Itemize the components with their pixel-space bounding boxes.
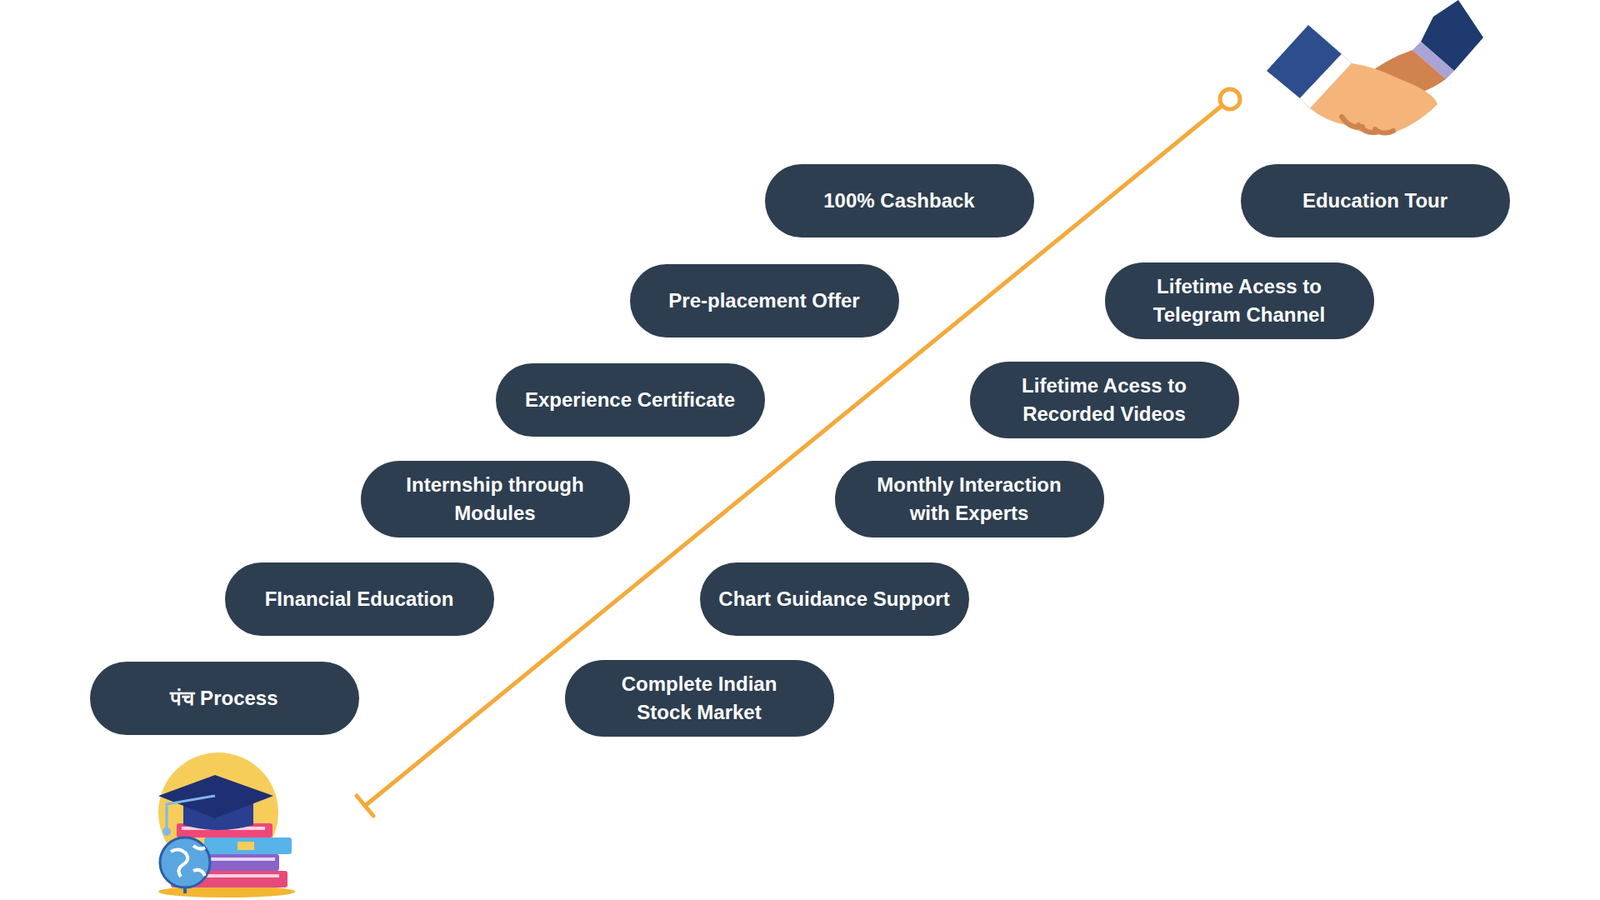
pill-box: 100% Cashback <box>765 164 1035 238</box>
pill-label: Lifetime Acess to Recorded Videos <box>1004 371 1205 428</box>
pill-box: Lifetime Acess to Recorded Videos <box>970 361 1240 439</box>
pill-box: Complete Indian Stock Market <box>565 660 835 737</box>
left-hand <box>1310 63 1438 135</box>
pill-label: Education Tour <box>1302 186 1448 215</box>
line-end-circle <box>1220 89 1240 110</box>
pill-box: FInancial Education <box>225 562 495 636</box>
fingers <box>1341 116 1394 134</box>
handshake-icon <box>1266 0 1484 135</box>
pill-box: Chart Guidance Support <box>700 562 970 636</box>
pill-label: FInancial Education <box>265 585 455 614</box>
globe-land <box>170 845 205 877</box>
pill-label: Complete Indian Stock Market <box>603 670 795 726</box>
pill-box: Pre-placement Offer <box>630 264 900 338</box>
pill-label: Pre-placement Offer <box>668 286 860 315</box>
pill-label: Experience Certificate <box>525 385 735 415</box>
pill-label: Internship through Modules <box>390 470 600 527</box>
graduation-icon <box>158 752 295 898</box>
globe <box>160 837 210 888</box>
pill-box: Internship through Modules <box>360 460 630 538</box>
pill-label: Lifetime Acess to Telegram Channel <box>1135 272 1344 329</box>
pill-label: पंच Process <box>170 684 278 713</box>
diagonal-line <box>365 105 1222 806</box>
line-start-tick <box>356 795 374 816</box>
pill-label: 100% Cashback <box>823 186 975 215</box>
journey-line <box>356 89 1240 816</box>
tassel-end <box>162 827 171 836</box>
book <box>204 837 292 855</box>
pill-box: Lifetime Acess to Telegram Channel <box>1105 262 1375 340</box>
pill-box: Education Tour <box>1240 164 1510 238</box>
cap-top <box>158 775 274 819</box>
pill-box: Monthly Interaction with Experts <box>835 460 1105 538</box>
cap-tassel <box>166 795 215 830</box>
pill-box: Experience Certificate <box>495 363 765 437</box>
pill-label: Chart Guidance Support <box>718 585 950 614</box>
pill-box: पंच Process <box>90 661 360 735</box>
pill-label: Monthly Interaction with Experts <box>856 470 1082 527</box>
globe-stand <box>183 887 187 894</box>
book-label <box>237 841 255 850</box>
